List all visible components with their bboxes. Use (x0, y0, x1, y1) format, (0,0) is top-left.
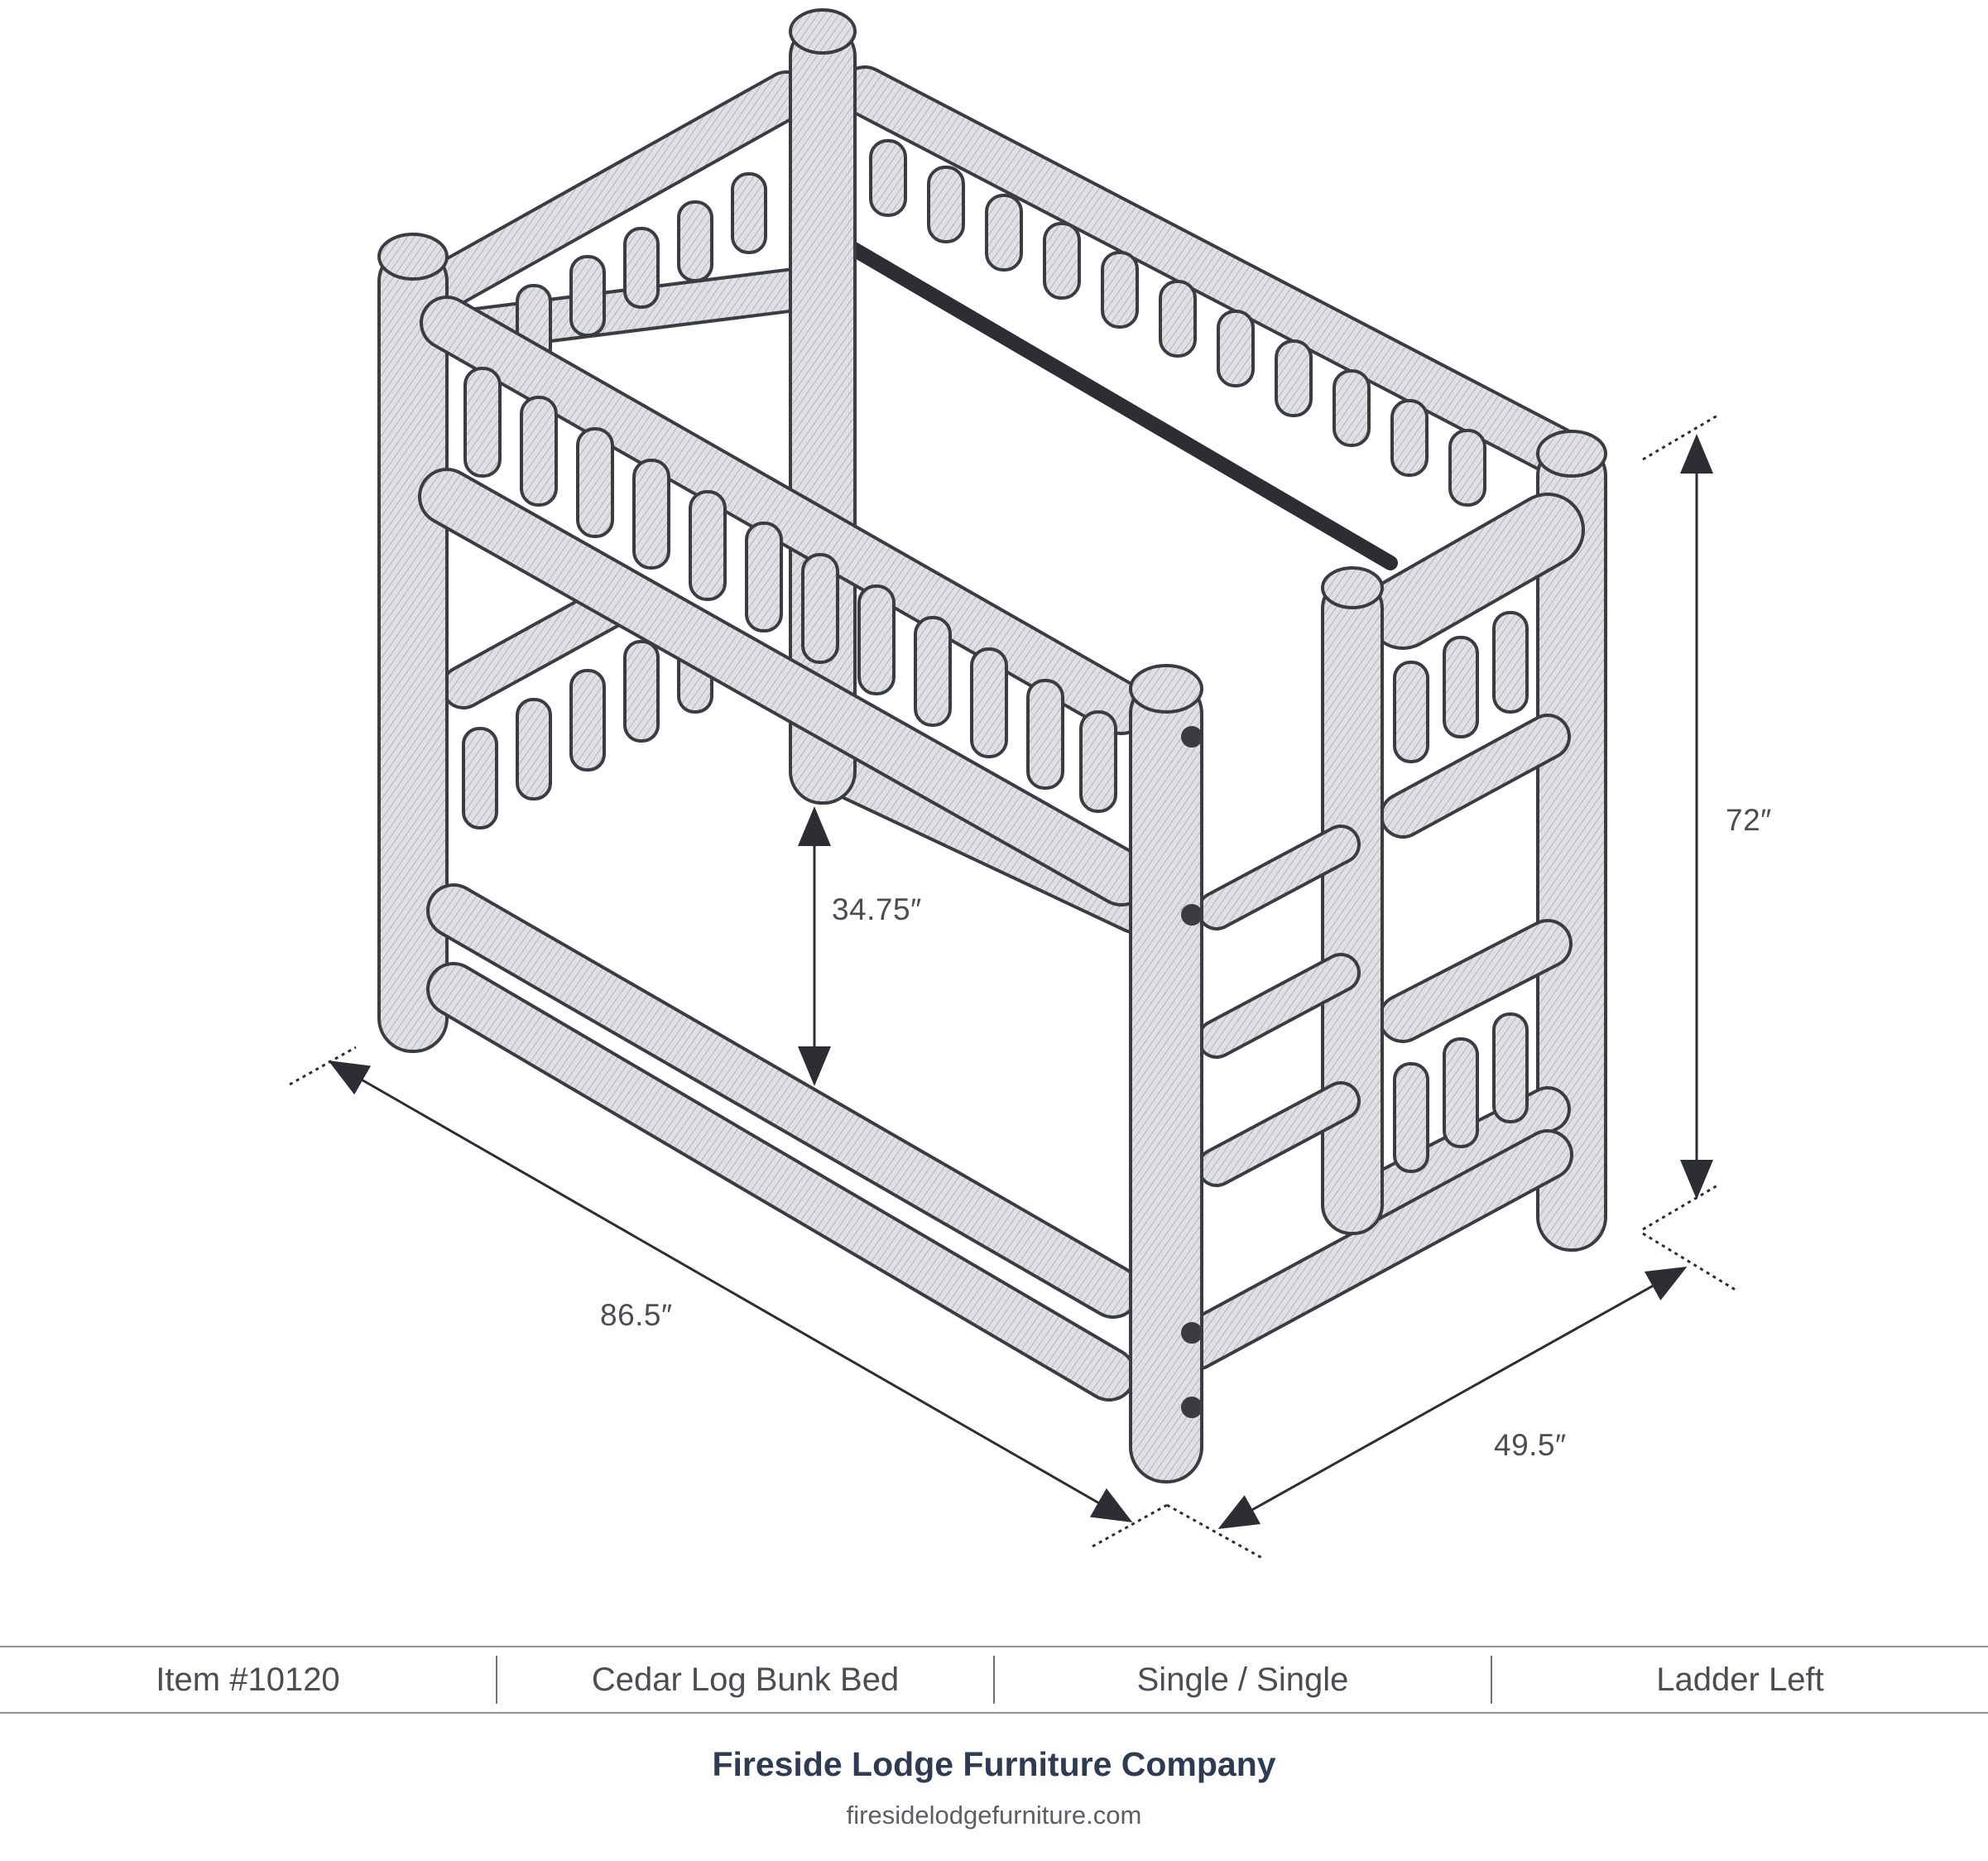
divider (496, 1656, 497, 1704)
width-dimension-label: 49.5″ (1494, 1428, 1567, 1462)
back-structure (429, 8, 1582, 934)
front-right-post (1129, 664, 1203, 1484)
product-name: Cedar Log Bunk Bed (591, 1661, 900, 1698)
product-info-bar: Item #10120 Cedar Log Bunk Bed Single / … (0, 1646, 1988, 1714)
ladder-position: Ladder Left (1656, 1661, 1824, 1698)
clearance-dimension-label: 34.75″ (832, 892, 922, 926)
divider (1491, 1656, 1492, 1704)
front-upper-guardrail (418, 296, 1150, 906)
bed-configuration: Single / Single (1136, 1661, 1349, 1698)
item-number: Item #10120 (156, 1661, 340, 1698)
front-lower-rails (426, 883, 1140, 1402)
length-dimension-label: 86.5″ (600, 1298, 673, 1332)
height-dimension-label: 72″ (1726, 803, 1772, 837)
left-headboard (377, 233, 713, 1053)
company-name: Fireside Lodge Furniture Company (712, 1745, 1276, 1783)
bunk-bed-drawing (289, 8, 1739, 1560)
divider (993, 1656, 995, 1704)
dimension-lines (289, 414, 1739, 1560)
right-footboard (1170, 430, 1607, 1371)
company-website: firesidelodgefurniture.com (846, 1801, 1142, 1830)
